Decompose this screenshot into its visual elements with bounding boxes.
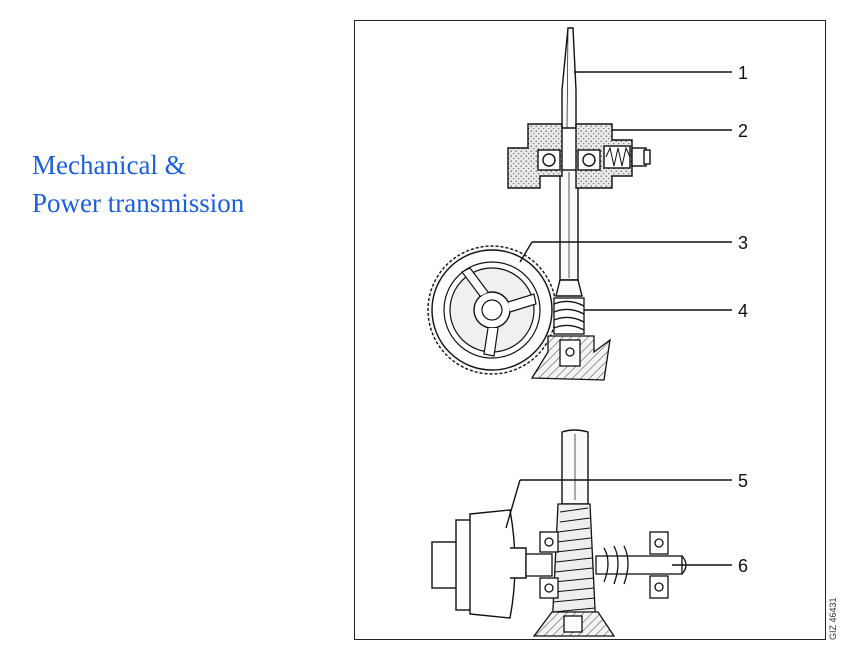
bearing-housing [507, 123, 651, 189]
lower-support-top [530, 335, 611, 381]
motor-housing [431, 509, 527, 619]
heading-line-1: Mechanical & [32, 150, 186, 180]
horizontal-worm-shaft [525, 531, 687, 599]
leader-lines [505, 71, 732, 566]
callout-6: 6 [738, 556, 748, 576]
heading-line-2: Power transmission [32, 188, 245, 218]
worm-gear-wheel [427, 245, 557, 375]
callout-5: 5 [738, 471, 748, 491]
callout-3: 3 [738, 233, 748, 253]
vertical-shaft [561, 429, 589, 505]
helical-gear [551, 503, 597, 631]
drawing-code: GIZ 46431 [828, 597, 838, 640]
lower-support-bottom [532, 611, 616, 637]
worm-screw [553, 297, 585, 335]
callout-2: 2 [738, 121, 748, 141]
page-heading: Mechanical & Power transmission [32, 146, 244, 222]
callout-4: 4 [738, 301, 748, 321]
callout-1: 1 [738, 63, 748, 83]
tapered-shaft [555, 27, 583, 297]
